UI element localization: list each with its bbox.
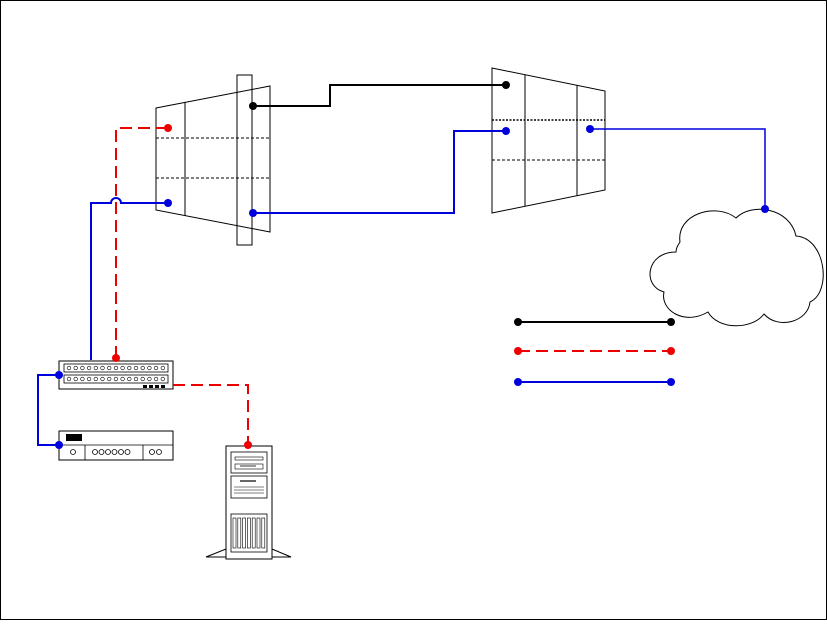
server-vent-slot <box>238 518 241 548</box>
switch-port <box>74 377 78 381</box>
blue-link-endpoint <box>586 125 594 133</box>
modem-knob <box>125 450 130 455</box>
switch-port <box>128 377 132 381</box>
switch-port <box>154 377 158 381</box>
switch-port <box>148 366 152 370</box>
black-link-endpoint <box>249 102 257 110</box>
switch-port <box>101 377 105 381</box>
legend-endpoint <box>667 347 675 355</box>
switch-led <box>161 385 165 388</box>
modem-knob <box>71 450 76 455</box>
network-switch-icon <box>59 361 173 389</box>
red-link-endpoint <box>112 354 120 362</box>
black-link-endpoint <box>502 81 510 89</box>
blue-link-endpoint <box>502 127 510 135</box>
server-vent-slot <box>247 518 250 548</box>
switch-port <box>128 366 132 370</box>
server-vent-slot <box>257 518 260 548</box>
switch-port <box>94 377 98 381</box>
server-vent-slot <box>262 518 265 548</box>
switch-port <box>134 377 138 381</box>
switch-port <box>161 377 165 381</box>
switch-led <box>155 385 159 388</box>
legend-endpoint <box>667 318 675 326</box>
switch-port <box>81 377 85 381</box>
switch-port <box>81 366 85 370</box>
server-vent-slot <box>233 518 236 548</box>
server-drive-bay <box>231 452 267 473</box>
legend-endpoint <box>514 318 522 326</box>
switch-port <box>121 366 125 370</box>
switch-led <box>149 385 153 388</box>
switch-port <box>67 366 71 370</box>
modem-knob <box>112 450 117 455</box>
server-drive-slot <box>235 464 263 469</box>
switch-port <box>87 366 91 370</box>
legend-endpoint <box>514 347 522 355</box>
switch-led <box>143 385 147 388</box>
switch-port <box>107 366 111 370</box>
switch-port <box>114 366 118 370</box>
modem-knob <box>119 450 124 455</box>
switch-port <box>141 377 145 381</box>
switch-port <box>107 377 111 381</box>
switch-port <box>134 366 138 370</box>
switch-port <box>141 366 145 370</box>
switch-port <box>148 377 152 381</box>
right-patch-panel <box>492 68 605 213</box>
modem-knob <box>99 450 104 455</box>
switch-port <box>154 366 158 370</box>
modem-display <box>66 434 82 441</box>
blue-link-endpoint <box>761 205 769 213</box>
switch-port <box>101 366 105 370</box>
switch-port <box>94 366 98 370</box>
server-vent-slot <box>252 518 255 548</box>
switch-port <box>67 377 71 381</box>
blue-link-endpoint <box>164 199 172 207</box>
legend-endpoint <box>667 378 675 386</box>
server-vent-slots <box>233 518 265 548</box>
server-vent-slot <box>243 518 246 548</box>
right-panel-body <box>492 68 605 213</box>
modem-knob <box>157 450 162 455</box>
blue-link-endpoint <box>249 209 257 217</box>
switch-port <box>121 377 125 381</box>
modem-icon <box>59 431 173 460</box>
switch-port <box>161 366 165 370</box>
switch-port <box>87 377 91 381</box>
legend-endpoint <box>514 378 522 386</box>
red-link-endpoint <box>164 124 172 132</box>
modem-knob <box>93 450 98 455</box>
blue-link-endpoint <box>55 371 63 379</box>
server-drive-slot <box>235 457 263 460</box>
red-link-endpoint <box>244 441 252 449</box>
modem-knob <box>150 450 155 455</box>
modem-knob <box>106 450 111 455</box>
switch-port <box>74 366 78 370</box>
switch-port <box>114 377 118 381</box>
blue-link-endpoint <box>55 441 63 449</box>
